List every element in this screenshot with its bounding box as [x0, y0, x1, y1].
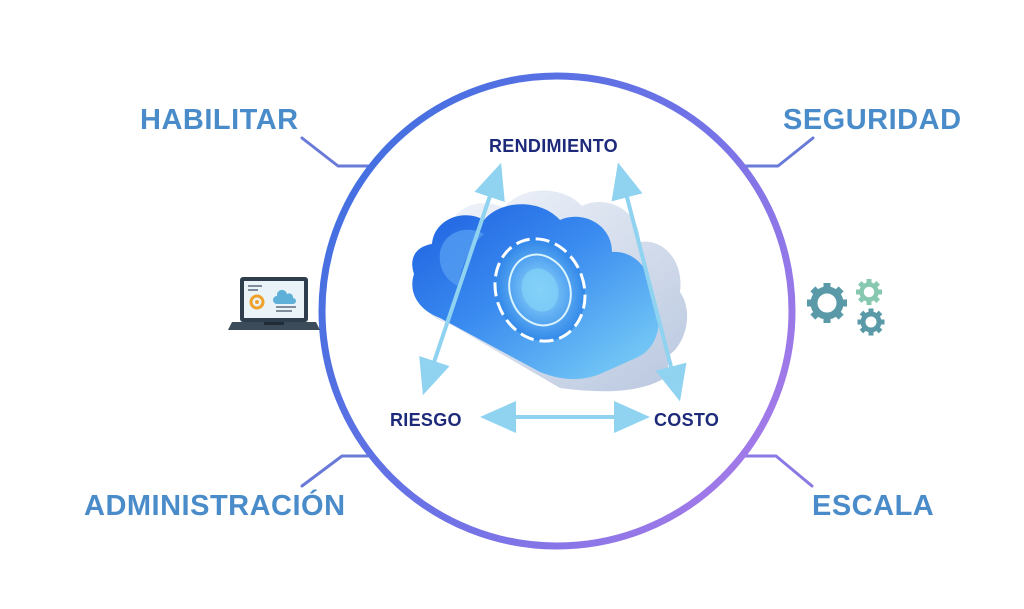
laptop-icon: [228, 277, 320, 330]
connector-top-right: [736, 136, 815, 168]
gears-icon: [807, 279, 885, 336]
arrow-rendimiento-costo: [611, 162, 687, 402]
connector-bottom-right: [734, 454, 814, 488]
connector-top-left: [300, 136, 374, 168]
relationship-arrows: [419, 162, 687, 433]
arrow-riesgo-rendimiento: [419, 162, 505, 396]
label-administracion: ADMINISTRACIÓN: [84, 488, 346, 522]
label-habilitar: HABILITAR: [140, 104, 299, 136]
label-costo: COSTO: [654, 410, 719, 430]
label-rendimiento: RENDIMIENTO: [489, 136, 618, 156]
label-riesgo: RIESGO: [390, 410, 462, 430]
label-escala: ESCALA: [812, 490, 934, 522]
connector-lines: [300, 136, 815, 488]
label-seguridad: SEGURIDAD: [783, 104, 962, 136]
